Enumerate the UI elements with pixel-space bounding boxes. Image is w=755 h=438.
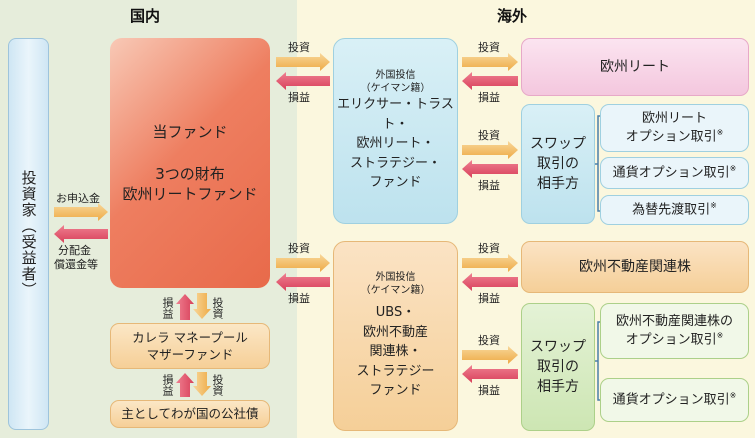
profit-label-swap2: 損益 [478, 384, 500, 397]
swap1-item2-mark: ※ [710, 201, 717, 211]
reit-label: 欧州リート [600, 58, 670, 75]
profit-arrow-c2 [276, 273, 330, 291]
mother-fund-box: カレラ マネープール マザーファンド [110, 323, 270, 369]
swap1-item-reit-option: 欧州リート オプション取引※ [600, 104, 749, 152]
bonds-box: 主としてわが国の公社債 [110, 400, 270, 428]
invest-arrow-bonds [193, 372, 211, 396]
distribution-arrow [54, 225, 108, 243]
invest-label-c1: 投資 [288, 41, 310, 54]
swap-counterparty-1: スワップ 取引の 相手方 [521, 104, 595, 224]
swap2-item0-mark: ※ [716, 330, 724, 340]
swap1-item1-mark: ※ [729, 164, 737, 174]
cayman2-note1: 外国投信 [375, 272, 416, 284]
cayman2-line3: 関連株・ [369, 344, 422, 360]
profit-label-c2: 損益 [288, 292, 310, 305]
swap1-line2: 取引の [537, 155, 579, 172]
cayman1-line3: ストラテジー・ [349, 155, 441, 171]
cayman2-line4: ストラテジー [356, 363, 435, 379]
fund-subtitle: 3つの財布 [155, 164, 225, 183]
subscription-label: お申込金 [56, 192, 100, 205]
invest-arrow-c2 [276, 254, 330, 272]
profit-label-re: 損益 [478, 292, 500, 305]
invest-arrow-mother [193, 293, 211, 319]
swap1-item2-line1: 為替先渡取引 [632, 202, 711, 218]
swap2-item-currency-option: 通貨オプション取引※ [600, 378, 749, 422]
profit-arrow-reit [462, 72, 518, 90]
swap1-item0-line2: オプション取引 [625, 129, 717, 145]
swap2-item1-mark: ※ [729, 391, 737, 401]
invest-label-reit: 投資 [478, 41, 500, 54]
invest-label-c2: 投資 [288, 242, 310, 255]
swap1-item-currency-option: 通貨オプション取引※ [600, 157, 749, 189]
fund-box: 当ファンド 3つの財布 欧州リートファンド [110, 38, 270, 288]
cayman1-line4: ファンド [369, 175, 422, 191]
swap2-item0-line1: 欧州不動産関連株の [615, 314, 733, 330]
cayman1-note2: （ケイマン籍） [360, 83, 431, 95]
profit-arrow-mother [176, 294, 194, 320]
profit-arrow-re [462, 273, 518, 291]
subscription-arrow [54, 203, 108, 221]
cayman1-note1: 外国投信 [375, 70, 416, 82]
real-estate-label: 欧州不動産関連株 [579, 258, 691, 275]
swap1-line1: スワップ [530, 135, 586, 152]
swap2-item-realestate-option: 欧州不動産関連株の オプション取引※ [600, 303, 749, 359]
profit-arrow-swap2 [462, 365, 518, 383]
swap2-line1: スワップ [530, 338, 586, 355]
profit-label-mother: 損益 [161, 297, 174, 319]
real-estate-box: 欧州不動産関連株 [521, 241, 749, 293]
swap-counterparty-2: スワップ 取引の 相手方 [521, 303, 595, 431]
cayman2-line1: UBS・ [375, 305, 416, 321]
fund-name: 当ファンド [152, 122, 228, 141]
profit-arrow-c1 [276, 72, 330, 90]
invest-arrow-re [462, 254, 518, 272]
distribution-label-2: 償還金等 [54, 258, 98, 271]
invest-label-bonds: 投資 [211, 374, 224, 396]
mother-fund-line2: マザーファンド [146, 347, 234, 362]
swap1-item1-line1: 通貨オプション取引 [612, 165, 730, 181]
invest-arrow-reit [462, 53, 518, 71]
overseas-title: 海外 [497, 7, 528, 25]
distribution-label-1: 分配金 [58, 244, 91, 257]
domestic-title: 国内 [130, 7, 161, 25]
profit-arrow-bonds [176, 373, 194, 397]
swap2-item0-line2: オプション取引 [625, 332, 717, 348]
swap2-line3: 相手方 [537, 379, 579, 396]
cayman-fund-2: 外国投信 （ケイマン籍） UBS・ 欧州不動産 関連株・ ストラテジー ファンド [333, 241, 458, 431]
invest-arrow-c1 [276, 53, 330, 71]
swap2-line2: 取引の [537, 358, 579, 375]
mother-fund-line1: カレラ マネープール [132, 329, 248, 345]
investor-label: 投資家（受益者） [19, 170, 38, 298]
profit-arrow-swap1 [462, 160, 518, 178]
cayman1-line1: エリクサー・トラスト・ [337, 97, 454, 132]
invest-arrow-swap1 [462, 141, 518, 159]
reit-box: 欧州リート [521, 38, 749, 96]
invest-label-swap1: 投資 [478, 129, 500, 142]
swap1-item0-mark: ※ [716, 127, 724, 137]
profit-label-c1: 損益 [288, 91, 310, 104]
invest-label-swap2: 投資 [478, 334, 500, 347]
cayman2-line2: 欧州不動産 [362, 324, 428, 340]
cayman2-line5: ファンド [369, 383, 422, 399]
swap1-item-fx-forward: 為替先渡取引※ [600, 195, 749, 225]
profit-label-swap1: 損益 [478, 179, 500, 192]
invest-arrow-swap2 [462, 346, 518, 364]
swap2-item1-line1: 通貨オプション取引 [612, 392, 730, 408]
investor-box: 投資家（受益者） [8, 38, 49, 430]
fund-category: 欧州リートファンド [122, 185, 258, 204]
cayman2-note2: （ケイマン籍） [360, 285, 431, 297]
cayman-fund-1: 外国投信 （ケイマン籍） エリクサー・トラスト・ 欧州リート・ ストラテジー・ … [333, 38, 458, 224]
swap1-item0-line1: 欧州リート [641, 111, 707, 127]
cayman1-line2: 欧州リート・ [356, 136, 435, 152]
profit-label-reit: 損益 [478, 91, 500, 104]
invest-label-re: 投資 [478, 242, 500, 255]
swap1-line3: 相手方 [537, 176, 579, 193]
profit-label-bonds: 損益 [161, 374, 174, 396]
invest-label-mother: 投資 [211, 297, 224, 319]
bonds-label: 主としてわが国の公社債 [121, 405, 259, 421]
